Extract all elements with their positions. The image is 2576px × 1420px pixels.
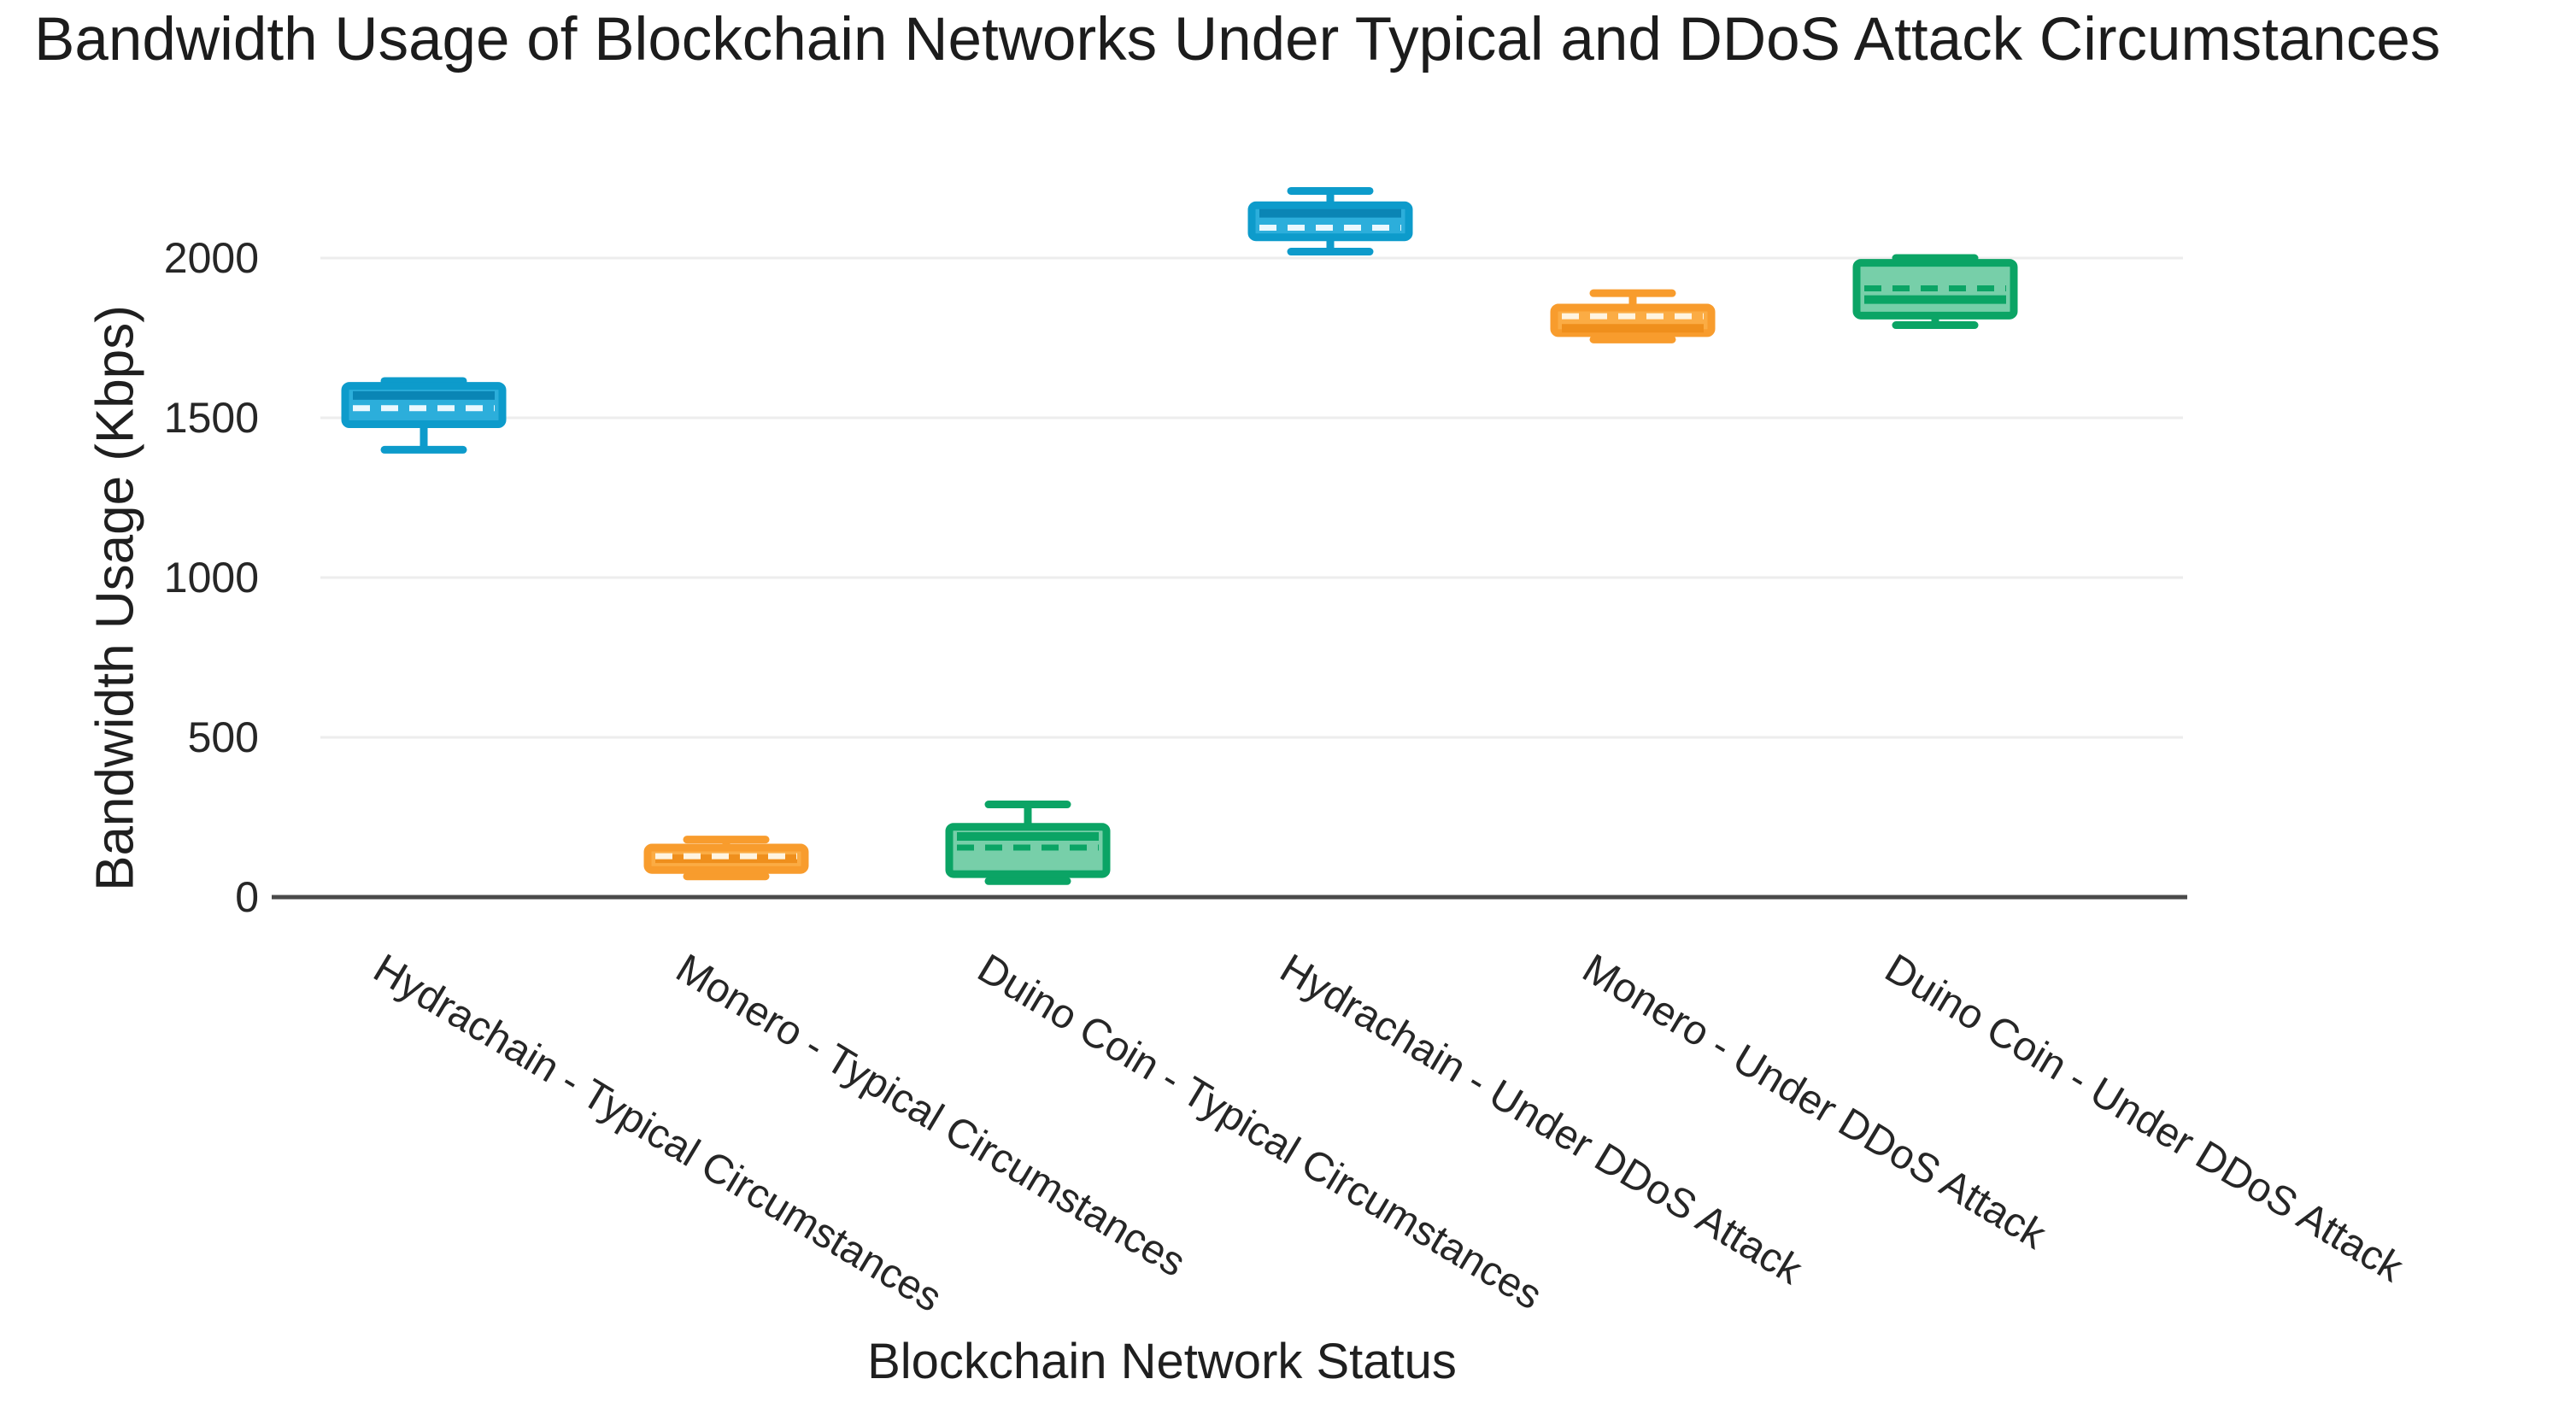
y-tick-label: 1000 (164, 554, 259, 601)
y-tick-label: 500 (188, 713, 259, 761)
chart-title: Bandwidth Usage of Blockchain Networks U… (34, 6, 2441, 73)
y-tick-label: 1500 (164, 394, 259, 442)
y-axis-title: Bandwidth Usage (Kbps) (85, 305, 145, 891)
y-tick-label: 2000 (164, 234, 259, 282)
x-axis-title: Blockchain Network Status (867, 1334, 1457, 1389)
y-tick-label: 0 (235, 873, 259, 921)
